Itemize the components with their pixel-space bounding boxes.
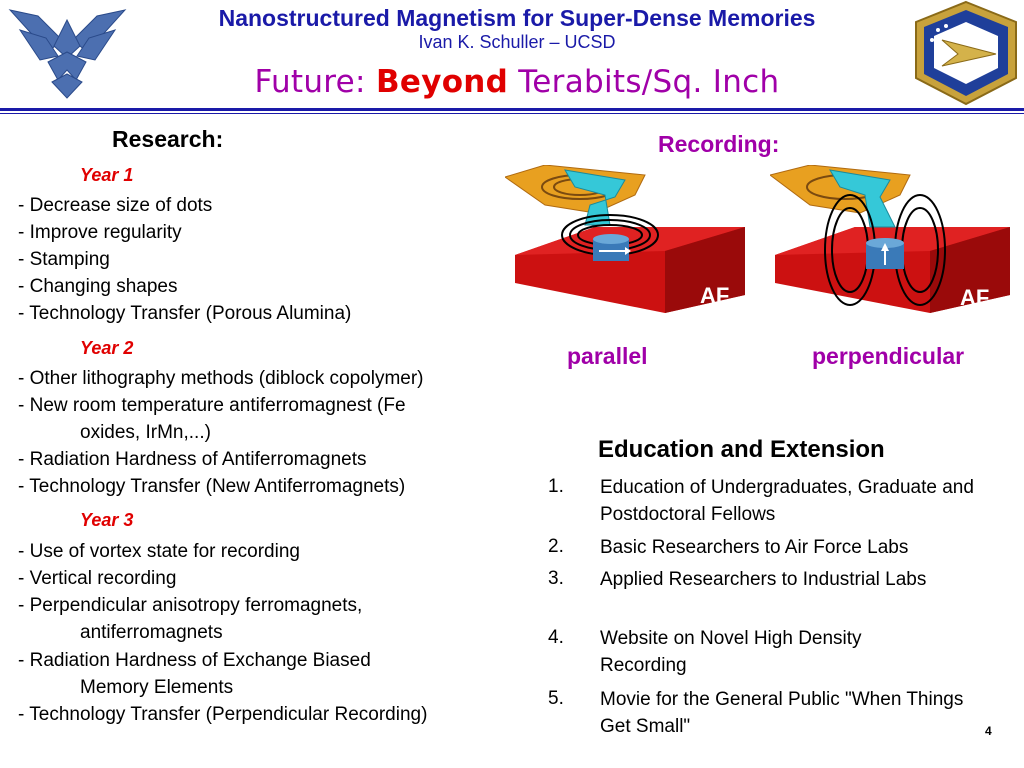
air-force-logo — [0, 0, 135, 106]
year1-item: - Improve regularity — [18, 222, 182, 243]
future-prefix: Future: — [254, 64, 376, 100]
year1-item: - Stamping — [18, 249, 110, 270]
education-item-number: 2. — [548, 536, 564, 557]
future-headline: Future: Beyond Terabits/Sq. Inch — [142, 64, 892, 100]
year3-item: - Vertical recording — [18, 568, 177, 589]
education-item-text: Movie for the General Public "When Thing… — [600, 689, 964, 737]
year3-item: - Use of vortex state for recording — [18, 541, 300, 562]
parallel-recording-diagram: AF — [503, 164, 755, 345]
education-item-number: 1. — [548, 476, 564, 497]
education-item-text: Basic Researchers to Air Force Labs — [600, 537, 909, 558]
year2-label: Year 2 — [80, 338, 134, 358]
year3-item-cont: antiferromagnets — [80, 622, 223, 643]
year2-item: - Other lithography methods (diblock cop… — [18, 368, 424, 389]
perpendicular-label: perpendicular — [812, 343, 965, 369]
header-divider-thin — [0, 113, 1024, 114]
education-item-number: 5. — [548, 688, 564, 709]
author-subtitle: Ivan K. Schuller – UCSD — [418, 32, 616, 52]
education-heading: Education and Extension — [598, 436, 885, 463]
parallel-label: parallel — [567, 343, 648, 369]
education-item-text: Website on Novel High Density Recording — [600, 628, 862, 676]
perpendicular-recording-diagram: AF — [768, 164, 1020, 345]
year2-item: - New room temperature antiferromagnest … — [18, 395, 406, 416]
research-heading: Research: — [112, 126, 224, 152]
year1-item: - Changing shapes — [18, 276, 178, 297]
year3-item: - Radiation Hardness of Exchange Biased — [18, 650, 371, 671]
education-item-text: Applied Researchers to Industrial Labs — [600, 569, 927, 590]
year2-item: - Technology Transfer (New Antiferromagn… — [18, 476, 406, 497]
af-label: AF — [700, 283, 730, 308]
year3-item: - Perpendicular anisotropy ferromagnets, — [18, 595, 363, 616]
year3-label: Year 3 — [80, 510, 134, 530]
header-divider — [0, 108, 1024, 111]
page-number: 4 — [985, 724, 992, 738]
year1-item: - Decrease size of dots — [18, 195, 213, 216]
year3-item: - Technology Transfer (Perpendicular Rec… — [18, 704, 428, 725]
future-bold: Beyond — [375, 64, 509, 100]
education-item-text: Education of Undergraduates, Graduate an… — [600, 477, 974, 525]
future-suffix: Terabits/Sq. Inch — [508, 64, 780, 100]
year1-item: - Technology Transfer (Porous Alumina) — [18, 303, 352, 324]
afrl-seal-logo — [908, 0, 1024, 106]
education-item-number: 4. — [548, 627, 564, 648]
year1-label: Year 1 — [80, 165, 134, 185]
year3-item-cont: Memory Elements — [80, 677, 234, 698]
af-label: AF — [960, 285, 990, 310]
year2-item: - Radiation Hardness of Antiferromagnets — [18, 449, 367, 470]
education-item-number: 3. — [548, 568, 564, 589]
recording-heading: Recording: — [658, 131, 780, 157]
year2-item-cont: oxides, IrMn,...) — [80, 422, 211, 443]
slide-title: Nanostructured Magnetism for Super-Dense… — [218, 5, 816, 31]
